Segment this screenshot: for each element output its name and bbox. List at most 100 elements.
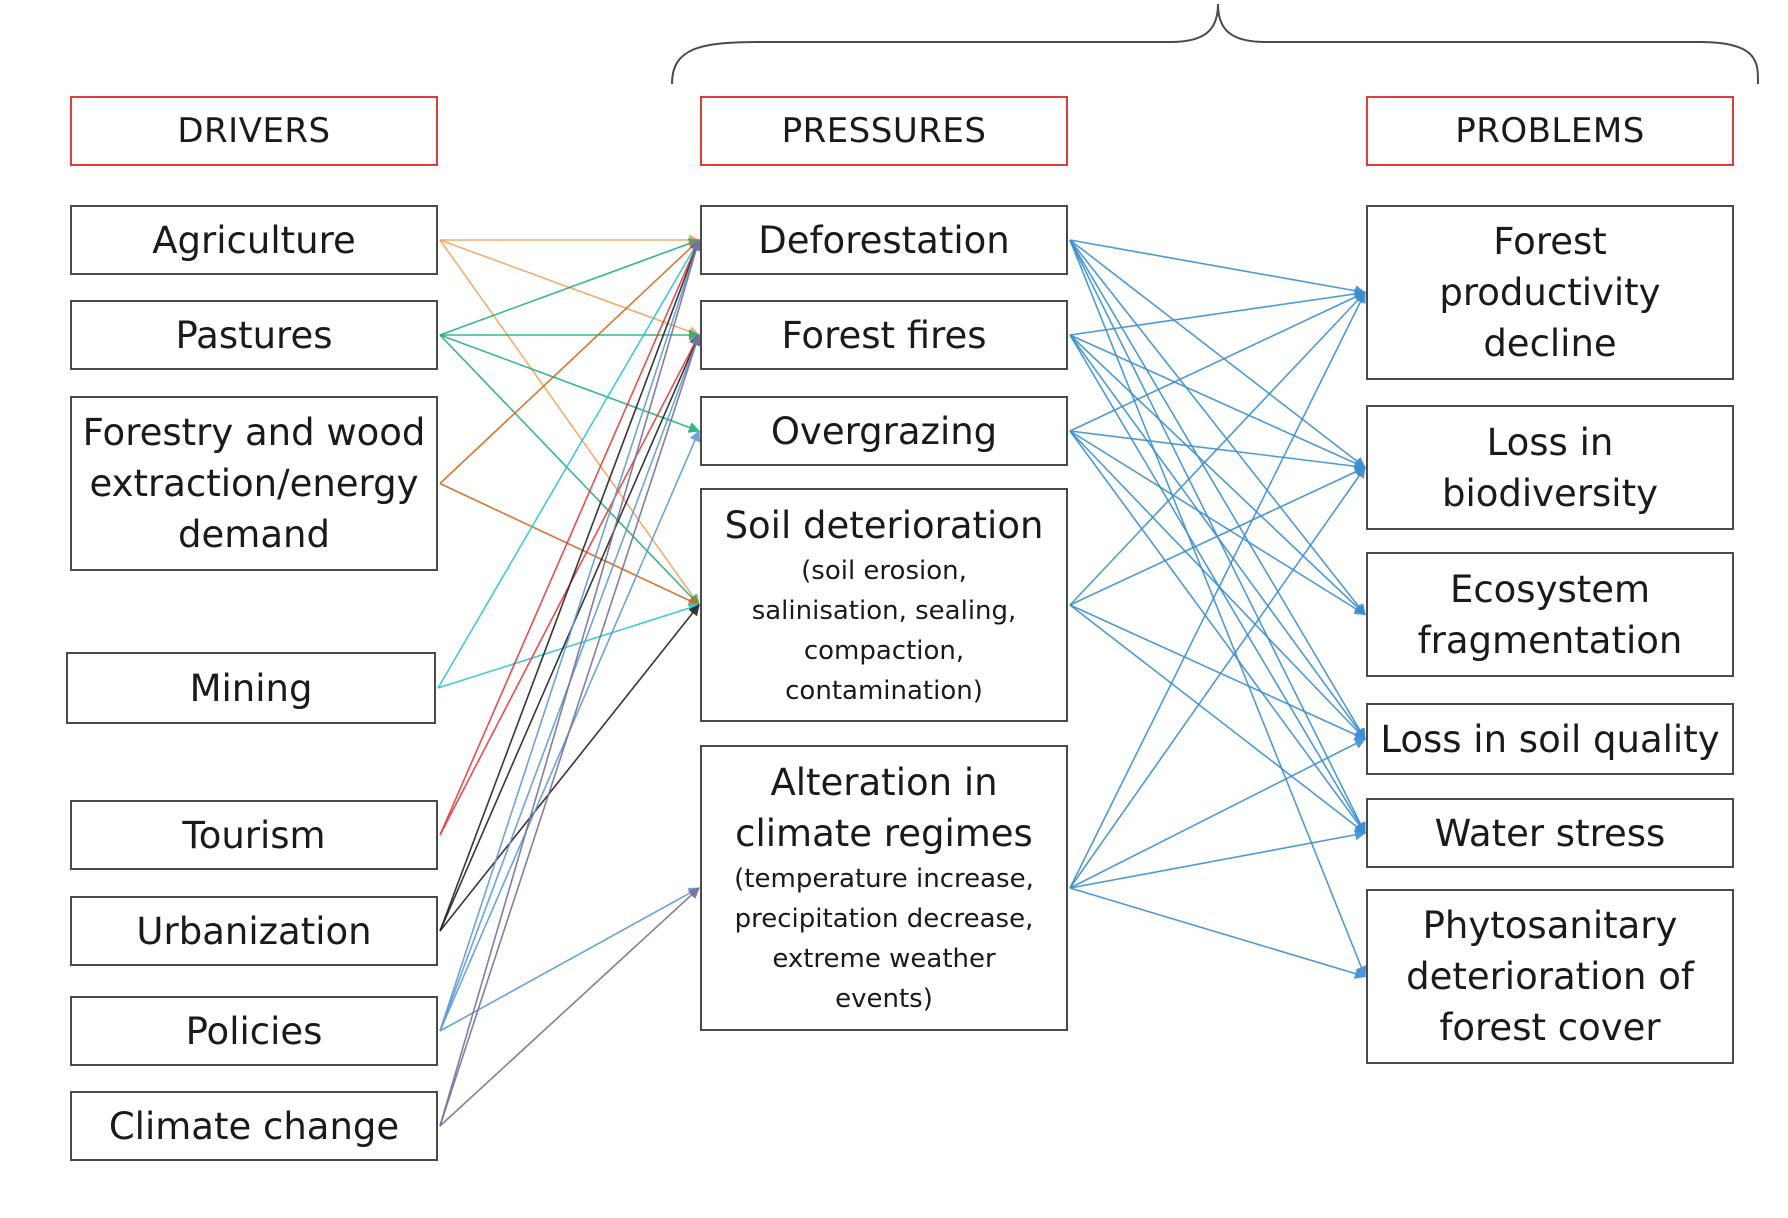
pressure-link-soil-deterioration-to-biodiversity-loss [1069, 466, 1367, 606]
pressure-link-forest-fires-to-productivity-decline [1069, 288, 1367, 336]
pressure-detail-line: compaction, [803, 635, 965, 666]
driver-label: Climate change [108, 1104, 400, 1148]
problem-label-line: fragmentation [1417, 618, 1683, 662]
problem-label-line: biodiversity [1441, 471, 1658, 515]
pressure-link-soil-deterioration-to-productivity-decline [1069, 291, 1366, 606]
driver-urbanization: Urbanization [70, 896, 438, 966]
pressure-label: Forest fires [781, 313, 987, 357]
drivers-header: DRIVERS [70, 96, 438, 166]
driver-link-urbanization-to-soil-deterioration [439, 604, 700, 932]
pressure-deforestation: Deforestation [700, 205, 1068, 275]
problem-label: Loss in soil quality [1380, 717, 1720, 761]
pressure-detail-line: (temperature increase, [734, 864, 1034, 894]
driver-label: Agriculture [152, 218, 356, 262]
driver-link-policies-to-deforestation [439, 238, 702, 1032]
problem-label-line: decline [1483, 322, 1617, 365]
pressure-detail-line: events) [835, 984, 933, 1014]
driver-agriculture: Agriculture [70, 205, 438, 275]
pressure-overgrazing: Overgrazing [700, 396, 1068, 466]
problem-label-line: Forest [1493, 220, 1607, 263]
driver-link-mining-to-soil-deterioration [437, 602, 701, 689]
drivers-header-label: DRIVERS [177, 111, 331, 151]
driver-climate-change: Climate change [70, 1091, 438, 1161]
pressure-link-soil-deterioration-to-soil-quality-loss [1069, 604, 1367, 740]
pressure-link-deforestation-to-fragmentation [1069, 239, 1366, 616]
driver-pastures: Pastures [70, 300, 438, 370]
driver-pressure-links [437, 234, 702, 1127]
driver-link-pastures-to-soil-deterioration [439, 334, 700, 606]
driver-policies: Policies [70, 996, 438, 1066]
pressure-link-forest-fires-to-biodiversity-loss [1069, 334, 1367, 469]
driver-link-climate-change-to-deforestation [439, 238, 702, 1127]
driver-link-tourism-to-deforestation [439, 238, 701, 836]
pressure-label: Soil deterioration [724, 503, 1044, 547]
pressure-link-climate-alteration-to-water-stress [1069, 829, 1367, 889]
pressure-link-deforestation-to-productivity-decline [1069, 239, 1367, 297]
pressure-detail-line: extreme weather [772, 944, 996, 974]
driver-link-climate-change-to-forest-fires [439, 333, 702, 1127]
problem-label-line: Loss in [1486, 420, 1614, 464]
driver-link-pastures-to-deforestation [439, 238, 701, 336]
driver-link-climate-change-to-climate-alteration [439, 887, 700, 1127]
pressure-link-deforestation-to-soil-quality-loss [1069, 239, 1366, 740]
pressure-link-deforestation-to-biodiversity-loss [1069, 239, 1366, 469]
driver-label: Pastures [175, 313, 333, 357]
problem-productivity-decline: Forest productivity decline [1366, 205, 1734, 380]
problem-label-line: productivity [1439, 271, 1661, 314]
driver-link-pastures-to-overgrazing [439, 334, 701, 433]
pressure-label: Overgrazing [770, 409, 998, 453]
driver-mining: Mining [66, 652, 436, 724]
problem-label-line: Ecosystem [1449, 567, 1651, 611]
pressures-problems-brace [671, 3, 1760, 85]
pressure-soil-deterioration: Soil deterioration (soil erosion, salini… [700, 488, 1068, 722]
driver-label: Urbanization [136, 909, 372, 953]
pressure-label: Deforestation [758, 218, 1010, 262]
problem-water-stress: Water stress [1366, 798, 1734, 868]
pressure-detail-line: (soil erosion, [801, 555, 967, 586]
problem-label-line: Phytosanitary [1422, 904, 1678, 947]
pressure-link-overgrazing-to-productivity-decline [1069, 291, 1367, 432]
pressure-climate-alteration: Alteration in climate regimes (temperatu… [700, 745, 1068, 1031]
driver-label: Tourism [182, 813, 326, 857]
pressure-forest-fires: Forest fires [700, 300, 1068, 370]
pressure-label-line: Alteration in [770, 761, 998, 804]
problem-phytosanitary: Phytosanitary deterioration of forest co… [1366, 889, 1734, 1064]
pressures-header-label: PRESSURES [781, 111, 987, 151]
problem-label: Water stress [1434, 811, 1666, 855]
driver-link-agriculture-to-soil-deterioration [439, 239, 700, 606]
pressure-link-climate-alteration-to-phytosanitary [1069, 887, 1367, 979]
problem-label-line: forest cover [1439, 1006, 1661, 1049]
driver-forestry: Forestry and wood extraction/energy dema… [70, 396, 438, 571]
driver-label: Policies [185, 1009, 323, 1053]
pressure-link-overgrazing-to-fragmentation [1069, 430, 1366, 616]
pressure-problem-links [1069, 239, 1367, 979]
driver-label-line: Forestry and wood [82, 411, 426, 454]
driver-link-forestry-to-soil-deterioration [439, 482, 701, 606]
problems-header-label: PROBLEMS [1455, 111, 1645, 151]
driver-link-policies-to-climate-alteration [439, 887, 700, 1032]
driver-link-forestry-to-deforestation [439, 239, 700, 485]
problems-header: PROBLEMS [1366, 96, 1734, 166]
driver-label-line: extraction/energy [89, 462, 419, 505]
pressure-detail-line: precipitation decrease, [734, 904, 1034, 934]
pressure-link-climate-alteration-to-biodiversity-loss [1069, 466, 1366, 889]
pressures-header: PRESSURES [700, 96, 1068, 166]
driver-link-urbanization-to-deforestation [439, 238, 701, 932]
driver-link-mining-to-deforestation [437, 239, 700, 689]
pressure-label-line: climate regimes [735, 812, 1033, 855]
pressure-link-deforestation-to-phytosanitary [1069, 239, 1367, 978]
driver-label: Mining [189, 666, 313, 710]
pressure-link-soil-deterioration-to-water-stress [1069, 604, 1366, 834]
problem-biodiversity-loss: Loss in biodiversity [1366, 405, 1734, 530]
problem-fragmentation: Ecosystem fragmentation [1366, 552, 1734, 677]
pressure-link-overgrazing-to-soil-quality-loss [1069, 430, 1366, 740]
problem-soil-quality-loss: Loss in soil quality [1366, 703, 1734, 775]
pressure-detail-line: contamination) [785, 675, 983, 706]
driver-label-line: demand [178, 513, 330, 556]
driver-tourism: Tourism [70, 800, 438, 870]
problem-label-line: deterioration of [1406, 955, 1694, 998]
pressure-link-climate-alteration-to-soil-quality-loss [1069, 738, 1366, 889]
pressure-link-overgrazing-to-water-stress [1069, 430, 1366, 834]
